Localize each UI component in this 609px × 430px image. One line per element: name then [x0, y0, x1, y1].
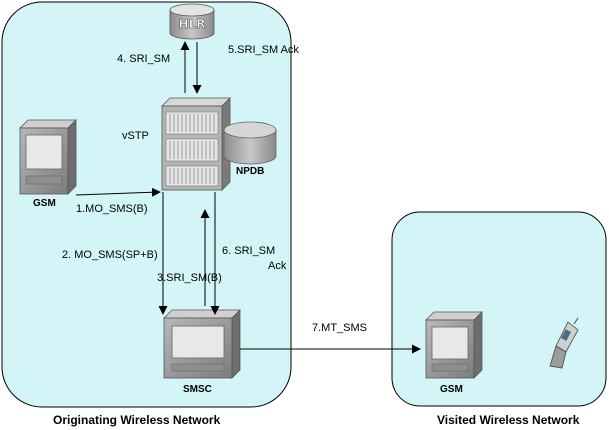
originating-network-title: Originating Wireless Network: [53, 413, 221, 427]
visited-network-title: Visited Wireless Network: [437, 413, 580, 427]
gsm-visited-label: GSM: [440, 384, 463, 395]
message-6-label-line2: Ack: [268, 260, 287, 272]
vstp-rack-icon: [161, 97, 231, 191]
hlr-label: HLR: [179, 17, 206, 31]
message-7-label: 7.MT_SMS: [312, 322, 367, 334]
message-2-label: 2. MO_SMS(SP+B): [62, 249, 158, 261]
smsc-terminal-icon: [163, 309, 241, 379]
gsm-visited-terminal-icon: [425, 311, 483, 379]
message-6-label-line1: 6. SRI_SM: [222, 245, 275, 257]
smsc-label: SMSC: [183, 384, 212, 395]
message-3-label: 3.SRI_SM(B): [157, 272, 222, 284]
mobile-phone-icon: [549, 317, 579, 369]
message-5-label: 5.SRI_SM Ack: [228, 44, 299, 56]
message-4-label: 4. SRI_SM: [117, 53, 170, 65]
npdb-database-icon: [223, 121, 277, 165]
message-1-label: 1.MO_SMS(B): [76, 203, 148, 215]
hlr-database-icon: HLR: [169, 3, 215, 40]
gsm-origin-label: GSM: [33, 198, 56, 209]
npdb-label: NPDB: [236, 166, 264, 177]
visited-network-region: [391, 211, 607, 407]
vstp-label: vSTP: [122, 130, 149, 142]
gsm-terminal-icon: [19, 119, 77, 195]
arrow-1-mo-sms: [75, 187, 161, 197]
